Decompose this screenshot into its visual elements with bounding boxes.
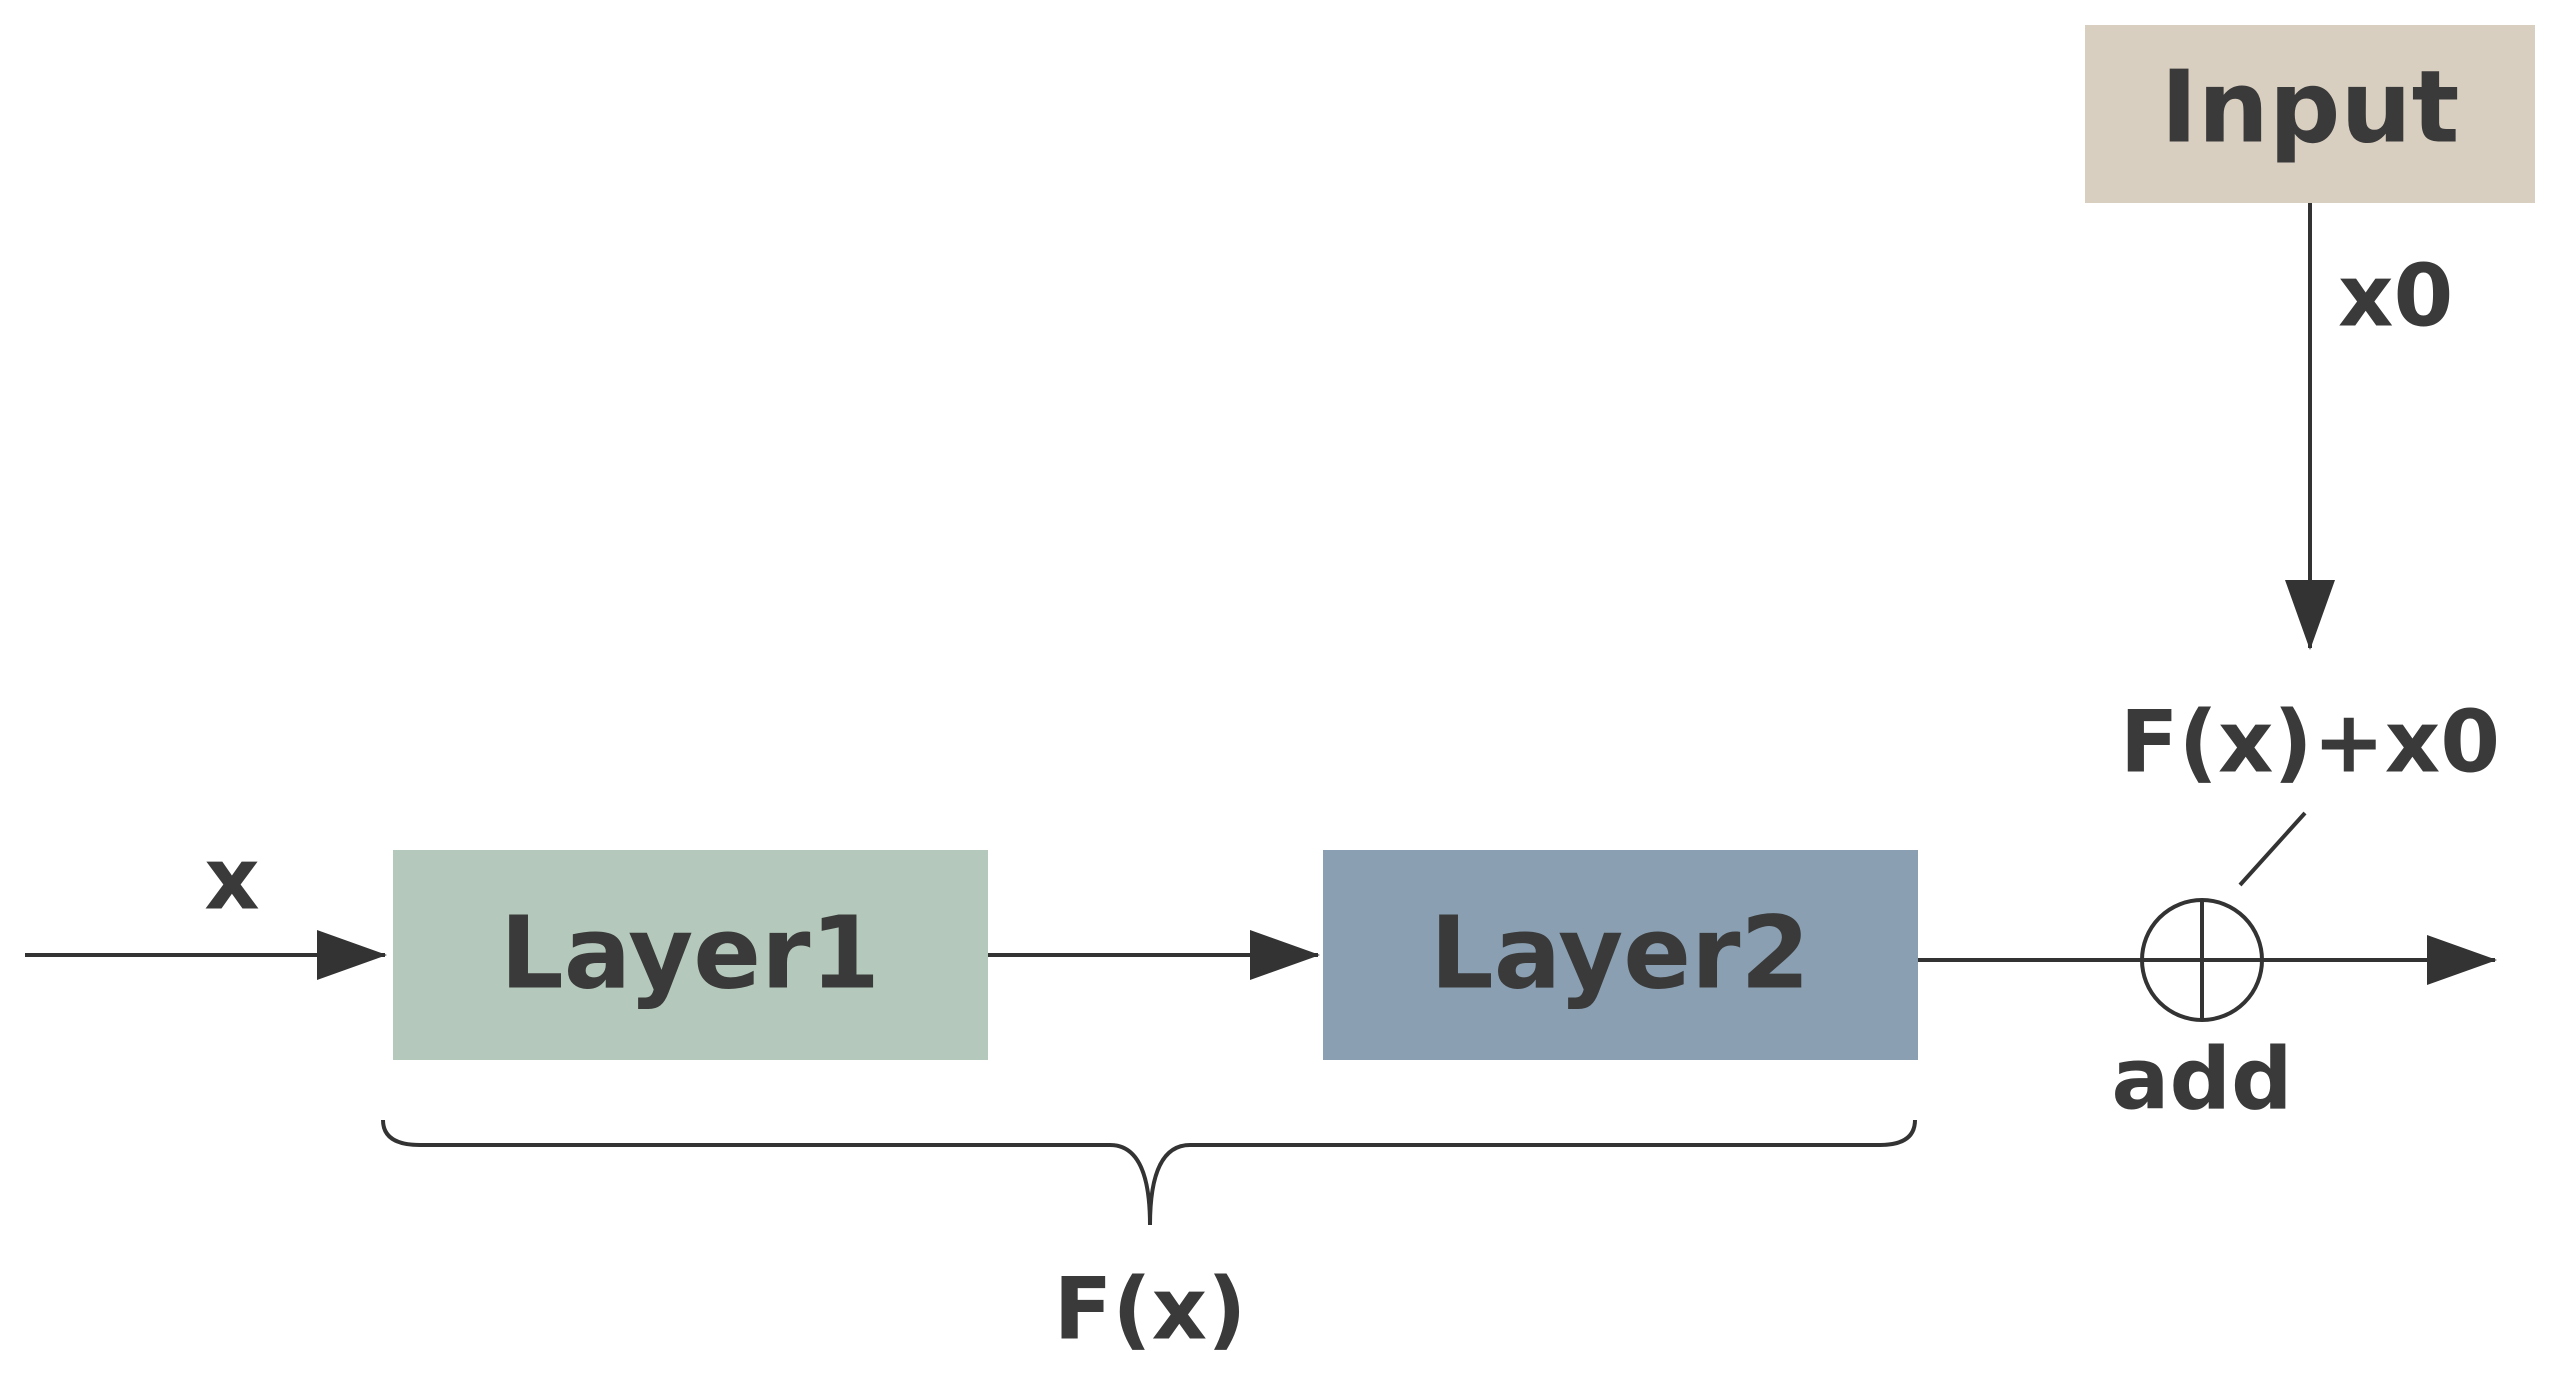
input-box: [2085, 25, 2535, 203]
sum-leader-line: [2238, 811, 2307, 887]
layer2-label: Layer2: [1430, 894, 1810, 1011]
layer2-node: Layer2: [1323, 850, 1918, 1060]
layer1-node: Layer1: [393, 850, 988, 1060]
x0-label: x0: [2338, 246, 2453, 346]
fx-brace: [381, 1119, 1917, 1226]
layer2-box: [1323, 850, 1918, 1060]
input-node: Input: [2085, 25, 2535, 203]
add-label: add: [2111, 1029, 2292, 1129]
input-label: Input: [2161, 48, 2460, 165]
layer1-box: [393, 850, 988, 1060]
sum-label: F(x)+x0: [2120, 692, 2500, 792]
x-label: x: [204, 829, 259, 929]
add-operator-icon: [2140, 898, 2264, 1022]
layer1-label: Layer1: [500, 894, 880, 1011]
fx-label: F(x): [1054, 1259, 1247, 1359]
